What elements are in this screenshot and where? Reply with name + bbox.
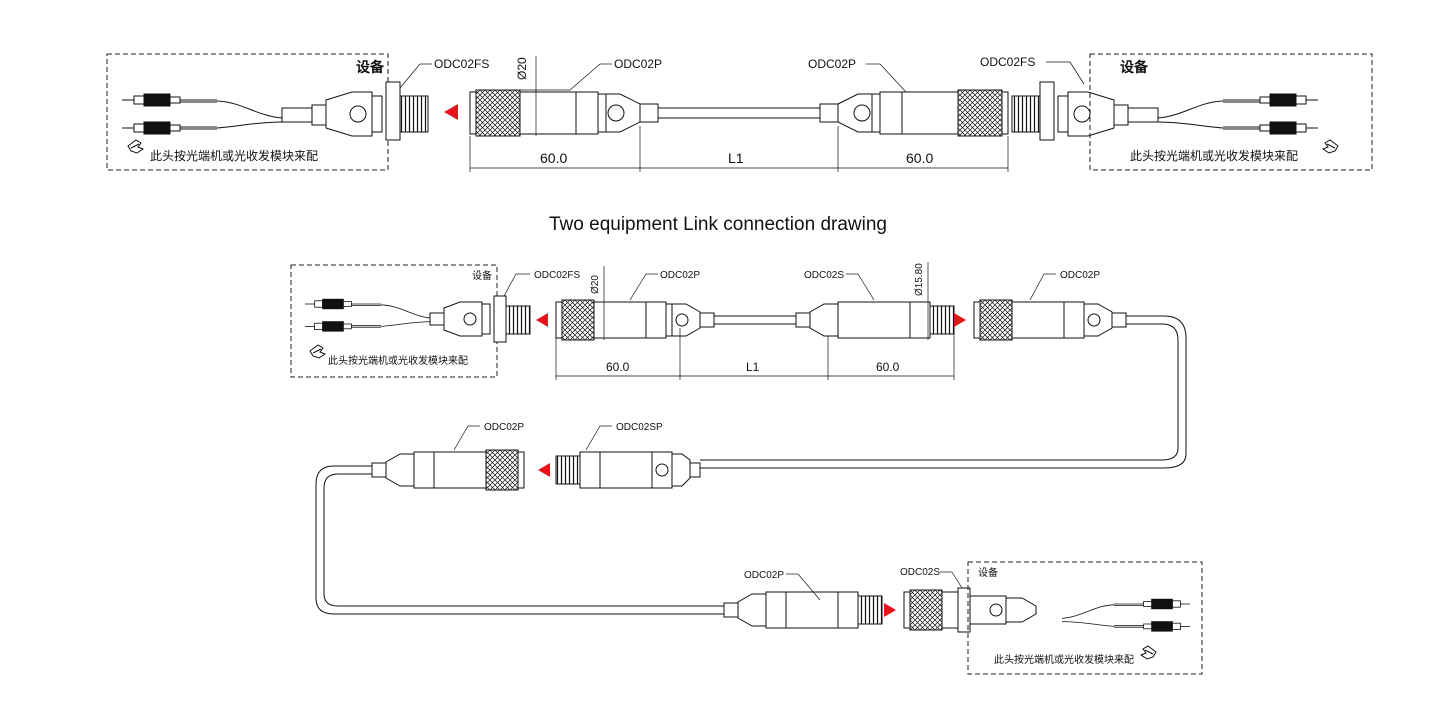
- odc02p-row1-right-label: ODC02P: [1060, 270, 1100, 281]
- cable-loop-right-outer: [700, 315, 1187, 469]
- dia20-label-row1: Ø20: [590, 275, 601, 294]
- red-arrow-icon: [538, 463, 550, 477]
- cable-loop-left-outer: [315, 465, 724, 615]
- odc02p-left-label: ODC02P: [614, 57, 662, 71]
- odc02p-right-plug: [819, 89, 1009, 137]
- module-note: 此头按光端机或光收发模块来配: [150, 148, 318, 163]
- cable-loop-right-inner: [700, 323, 1179, 461]
- hand-pointer-icon: [1140, 645, 1157, 660]
- dia15-label: Ø15.80: [914, 263, 925, 296]
- dim-60-left: 60.0: [540, 150, 567, 166]
- odc02p-row2-plug: [371, 449, 525, 491]
- hand-pointer-icon: [309, 344, 326, 359]
- odc02p-row2-label: ODC02P: [484, 422, 524, 433]
- hand-pointer-icon: [127, 139, 144, 154]
- equipment-label: 设备: [472, 269, 492, 282]
- hand-pointer-icon: [1322, 139, 1339, 154]
- dim-60-right: 60.0: [906, 150, 933, 166]
- odc02p-row1-plug: [555, 299, 715, 341]
- dim-60-row1-left: 60.0: [606, 360, 630, 374]
- dim-l1: L1: [728, 150, 744, 166]
- module-note: 此头按光端机或光收发模块来配: [328, 354, 468, 367]
- odc02fs-right-label: ODC02FS: [980, 55, 1035, 69]
- bottom-drawing: 设备 此头按光端机或光收发模块来配 ODC02FS: [290, 262, 1203, 675]
- equipment-label: 设备: [356, 59, 385, 75]
- odc02p-right-label: ODC02P: [808, 57, 856, 71]
- odc02s-row1-label: ODC02S: [804, 270, 844, 281]
- top-drawing: 设备 此头按光端机或光收发模块来配 ODC02FS: [106, 53, 1373, 172]
- odc02p-row3-label: ODC02P: [744, 570, 784, 581]
- red-arrow-icon: [954, 313, 966, 327]
- drawing-caption: Two equipment Link connection drawing: [549, 214, 887, 235]
- dim-l1-row1: L1: [746, 360, 760, 374]
- odc02p-row1-label: ODC02P: [660, 270, 700, 281]
- equipment-box-lower-right: [967, 561, 1203, 675]
- equipment-box-upper-left: [290, 264, 498, 378]
- module-note: 此头按光端机或光收发模块来配: [994, 653, 1134, 666]
- red-arrow-icon: [884, 603, 896, 617]
- odc02p-row1-right-plug: [973, 299, 1127, 341]
- red-arrow-icon: [536, 313, 548, 327]
- odc02sp-socket: [555, 451, 701, 489]
- odc02s-row3-label: ODC02S: [900, 567, 940, 578]
- equipment-label: 设备: [1120, 59, 1149, 75]
- red-arrow-icon: [444, 104, 458, 120]
- odc02fs-bottom-receptacle: [429, 295, 531, 343]
- left-pigtail-pair: [121, 93, 283, 135]
- odc02fs-right-receptacle: [1011, 81, 1319, 141]
- odc02fs-left-label: ODC02FS: [434, 57, 489, 71]
- odc02s-row3-receptacle: [903, 587, 1037, 633]
- odc02fs-bottom-label: ODC02FS: [534, 270, 580, 281]
- odc02s-row1-socket: [795, 301, 955, 339]
- dim-60-row1-right: 60.0: [876, 360, 900, 374]
- module-note: 此头按光端机或光收发模块来配: [1130, 148, 1298, 163]
- odc02sp-label: ODC02SP: [616, 422, 663, 433]
- cable-loop-left-inner: [323, 473, 724, 607]
- right-equipment-box: [1089, 53, 1373, 171]
- dia20-label: Ø20: [515, 57, 529, 80]
- odc02p-left-plug: [469, 89, 659, 137]
- odc02fs-left-receptacle: [281, 81, 429, 141]
- odc02p-row3-plug: [723, 591, 883, 629]
- equipment-label: 设备: [978, 566, 998, 579]
